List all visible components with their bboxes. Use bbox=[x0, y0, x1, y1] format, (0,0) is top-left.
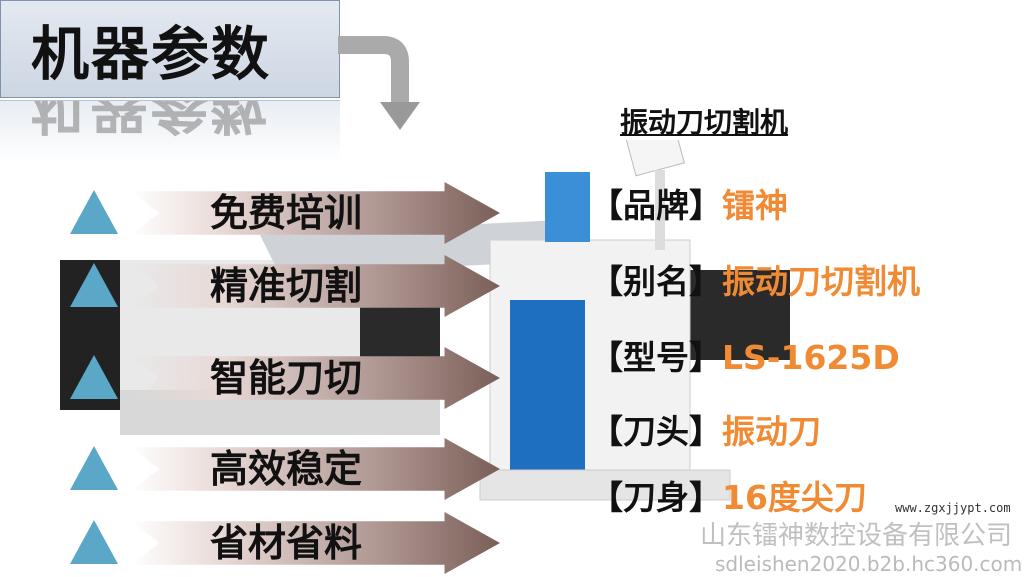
product-title: 振动刀切割机 bbox=[620, 106, 789, 139]
feature-label: 精准切割 bbox=[210, 264, 363, 308]
triangle-icon bbox=[70, 190, 118, 234]
triangle-icon bbox=[70, 263, 118, 307]
watermark-site: sdleishen2020.b2b.hc360.com bbox=[715, 552, 1023, 576]
feature-label: 高效稳定 bbox=[210, 447, 363, 491]
triangle-icon bbox=[70, 520, 118, 564]
spec-value: 16度尖刀 bbox=[722, 478, 867, 517]
spec-alias: 【别名】振动刀切割机 bbox=[590, 262, 920, 302]
watermark-company: 山东镭神数控设备有限公司 bbox=[700, 521, 1013, 551]
feature-label: 省材省料 bbox=[210, 521, 363, 565]
arrow-band bbox=[130, 347, 500, 409]
arrow-band bbox=[130, 255, 500, 317]
feature-label: 免费培训 bbox=[210, 191, 363, 235]
triangle-icon bbox=[70, 355, 118, 399]
arrow-band bbox=[130, 438, 500, 500]
spec-blade: 【刀身】16度尖刀 bbox=[590, 478, 867, 518]
triangle-icon bbox=[70, 446, 118, 490]
spec-label: 【型号】 bbox=[590, 338, 722, 377]
spec-value: 镭神 bbox=[722, 186, 788, 225]
page-title: 机器参数 bbox=[31, 20, 272, 88]
spec-head: 【刀头】振动刀 bbox=[590, 412, 821, 452]
curved-arrow-icon bbox=[338, 36, 420, 130]
title-reflection: 机器参数 bbox=[0, 100, 340, 162]
spec-brand: 【品牌】镭神 bbox=[590, 186, 788, 226]
spec-label: 【刀身】 bbox=[590, 478, 722, 517]
arrow-band bbox=[130, 182, 500, 244]
title-box: 机器参数 bbox=[0, 0, 340, 98]
feature-row: 智能刀切 bbox=[60, 347, 500, 409]
feature-row: 免费培训 bbox=[60, 182, 500, 244]
spec-model: 【型号】LS-1625D bbox=[590, 338, 900, 378]
spec-value: 振动刀切割机 bbox=[722, 262, 920, 301]
watermark-url: www.zgxjjypt.com bbox=[895, 500, 1011, 516]
spec-label: 【刀头】 bbox=[590, 412, 722, 451]
spec-value: LS-1625D bbox=[722, 338, 900, 377]
feature-row: 省材省料 bbox=[60, 512, 500, 574]
feature-row: 精准切割 bbox=[60, 255, 500, 317]
arrow-band bbox=[130, 512, 500, 574]
spec-label: 【别名】 bbox=[590, 262, 722, 301]
spec-label: 【品牌】 bbox=[590, 186, 722, 225]
feature-label: 智能刀切 bbox=[210, 356, 363, 400]
feature-row: 高效稳定 bbox=[60, 438, 500, 500]
spec-value: 振动刀 bbox=[722, 412, 821, 451]
